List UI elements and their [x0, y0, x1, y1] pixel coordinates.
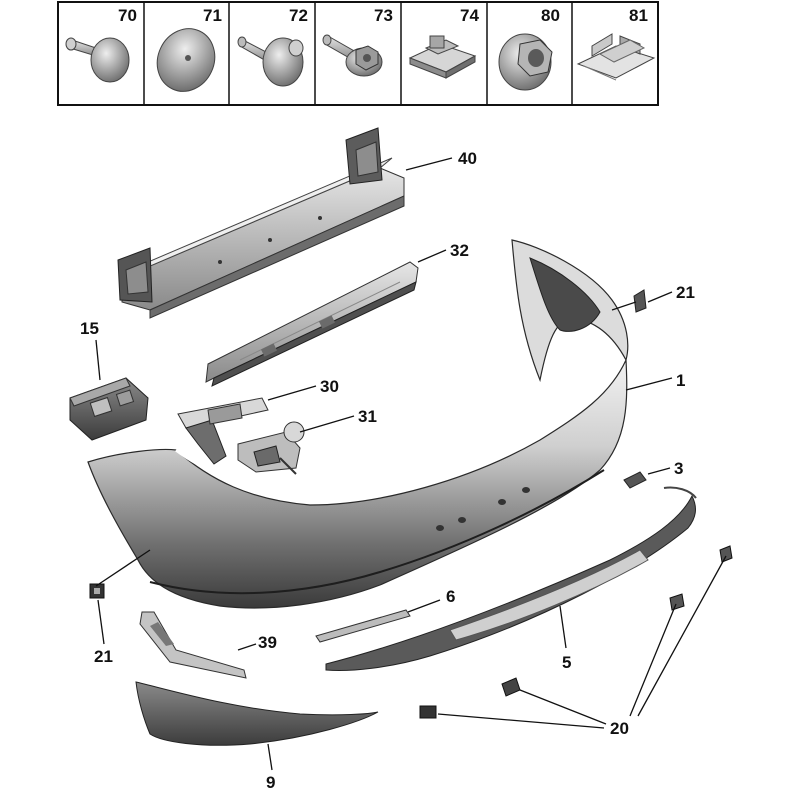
clip-3 — [623, 471, 647, 489]
legend-ref-71: 71 — [203, 6, 222, 25]
legend-cell-81: 81 — [576, 6, 656, 81]
part-15-side-bracket — [69, 377, 149, 441]
callout-39: 39 — [258, 633, 277, 652]
part-9-lower-side-panel — [135, 681, 379, 746]
flange-nut-icon — [498, 33, 553, 91]
legend-cell-72: 72 — [237, 6, 308, 87]
part-5-lower-diffuser — [325, 486, 697, 671]
part-32-absorber-strip — [205, 261, 419, 387]
callout-21-bottom: 21 — [94, 647, 113, 666]
callout-31: 31 — [358, 407, 377, 426]
legend-cell-74: 74 — [408, 6, 479, 79]
legend-ref-80: 80 — [541, 6, 560, 25]
legend-cell-71: 71 — [156, 6, 222, 92]
callout-9: 9 — [266, 773, 275, 792]
clip-21-bottom — [89, 583, 105, 599]
clip-20-d — [719, 545, 733, 563]
callout-1: 1 — [676, 371, 685, 390]
callout-40: 40 — [458, 149, 477, 168]
spring-clip-icon — [576, 33, 656, 81]
callout-6: 6 — [446, 587, 455, 606]
clip-20-b — [501, 677, 521, 697]
legend-cell-73: 73 — [322, 6, 393, 77]
callout-5: 5 — [562, 653, 571, 672]
callout-20: 20 — [610, 719, 629, 738]
leader-lines — [95, 157, 727, 771]
callout-numbers: 40 32 15 30 31 1 21 3 6 5 39 21 9 20 — [80, 149, 695, 792]
legend-cell-70: 70 — [65, 6, 137, 83]
callout-30: 30 — [320, 377, 339, 396]
legend-cell-80: 80 — [498, 6, 560, 91]
part-31-sensor-holder — [237, 421, 305, 475]
round-pad-icon — [156, 28, 216, 92]
clip-nut-icon — [408, 35, 477, 79]
part-6-trim-strip — [315, 609, 411, 643]
hex-bolt-icon — [322, 34, 383, 77]
callout-3: 3 — [674, 459, 683, 478]
legend-ref-74: 74 — [460, 6, 479, 25]
flange-screw-icon — [237, 36, 304, 87]
clip-20-a — [419, 705, 437, 719]
fastener-legend: 70 71 72 73 — [57, 1, 659, 106]
part-30-mounting-bracket — [177, 397, 269, 465]
clip-21-top — [633, 289, 647, 313]
legend-ref-81: 81 — [629, 6, 648, 25]
part-39-lower-bracket — [139, 611, 247, 679]
push-rivet-icon — [65, 37, 130, 83]
legend-ref-72: 72 — [289, 6, 308, 25]
clip-20-c — [669, 593, 685, 611]
legend-ref-70: 70 — [118, 6, 137, 25]
legend-ref-73: 73 — [374, 6, 393, 25]
part-40-reinforcement-beam — [117, 127, 405, 319]
callout-21-top: 21 — [676, 283, 695, 302]
callout-15: 15 — [80, 319, 99, 338]
callout-32: 32 — [450, 241, 469, 260]
part-1-bumper-cover — [87, 239, 629, 609]
